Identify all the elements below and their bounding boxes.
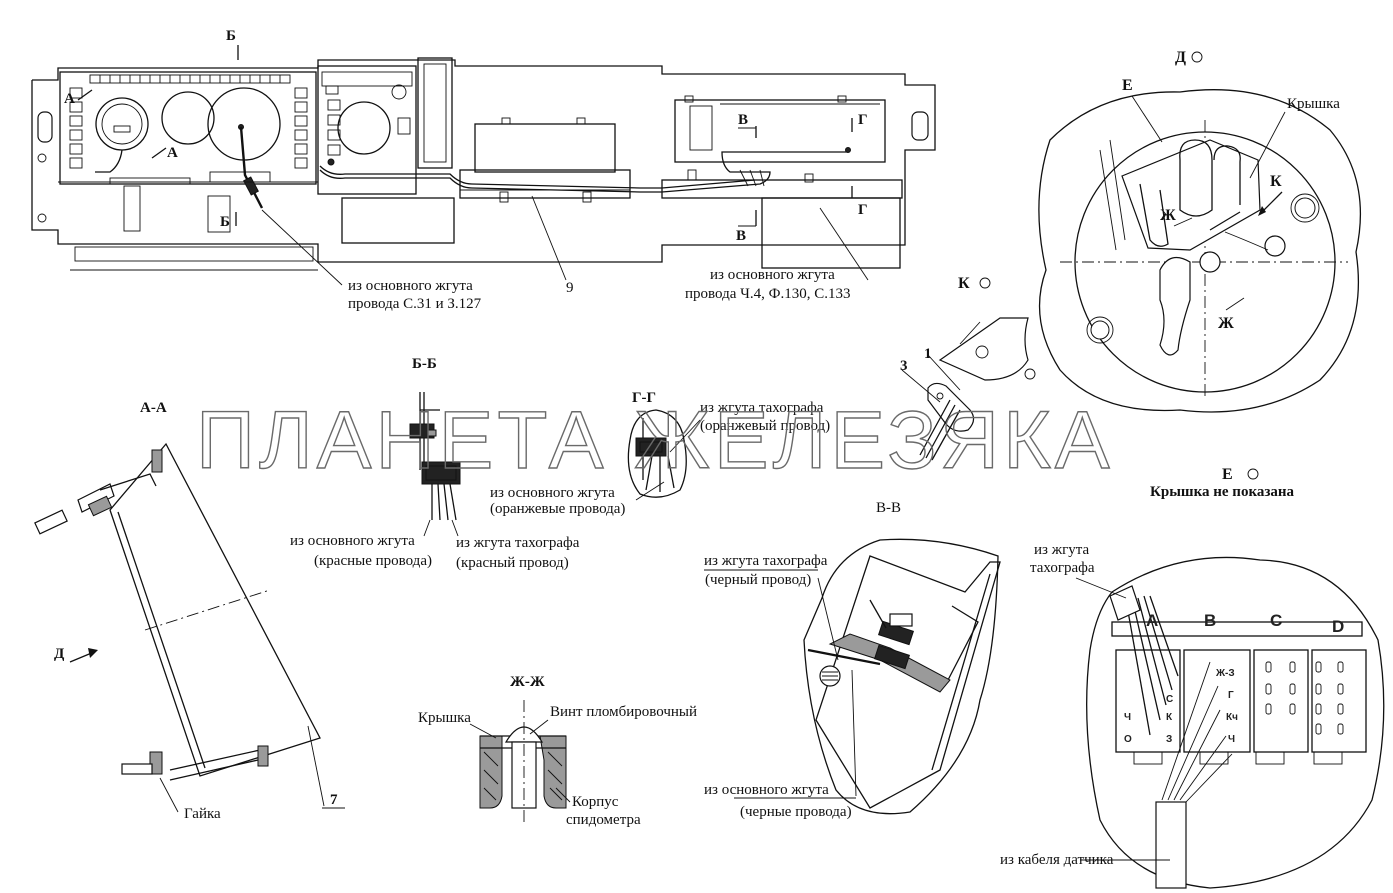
item-9-label: 9 xyxy=(566,280,574,296)
connector-col-d: D xyxy=(1332,617,1344,636)
section-gg-bottom-2: (оранжевые провода) xyxy=(490,501,625,517)
section-vv-bottom-1: из основного жгута xyxy=(704,782,829,798)
view-d-zh1: Ж xyxy=(1160,207,1176,224)
section-aa: А-А Гайка 7 Д xyxy=(34,400,345,822)
section-vv-top-1: из жгута тахографа xyxy=(704,553,828,569)
section-vv: В-В из жгута тахографа (черный провод) и… xyxy=(704,500,1001,820)
panel-callouts: из основного жгута провода С.31 и З.127 … xyxy=(261,195,869,312)
left-harness-line2: провода С.31 и З.127 xyxy=(348,296,482,312)
section-vv-top-2: (черный провод) xyxy=(705,572,811,588)
view-d-lid-label: Крышка xyxy=(1287,96,1340,112)
view-k-title: К xyxy=(958,275,970,292)
section-aa-item7: 7 xyxy=(330,792,338,808)
marker-g-bottom: Г xyxy=(858,202,868,218)
view-k-num1: 1 xyxy=(924,346,932,362)
section-zhzh-screw: Винт пломбировочный xyxy=(550,704,697,720)
view-d-zh2: Ж xyxy=(1218,315,1234,332)
marker-b-bottom: Б xyxy=(220,214,230,230)
connector-bottom-label: из кабеля датчика xyxy=(1000,852,1114,868)
section-gg: Г-Г из жгута тахографа (оранжевый провод… xyxy=(490,390,830,517)
right-harness-line1: из основного жгута xyxy=(710,267,835,283)
a-pin-z: З xyxy=(1166,734,1172,745)
section-bb-left-1: из основного жгута xyxy=(290,533,415,549)
marker-b-top: Б xyxy=(226,28,236,44)
left-harness-line1: из основного жгута xyxy=(348,278,473,294)
b-pin-g: Г xyxy=(1228,690,1234,701)
section-zhzh-housing-2: спидометра xyxy=(566,812,641,828)
marker-v-bottom: В xyxy=(736,228,746,244)
section-gg-top-2: (оранжевый провод) xyxy=(700,418,830,434)
section-bb: Б-Б из основного жгута (красные провода)… xyxy=(290,356,580,571)
b-pin-zhz: Ж-З xyxy=(1215,668,1235,679)
a-pin-o: О xyxy=(1124,734,1132,745)
watermark: ПЛАНЕТА ЖЕЛЕЗЯКА xyxy=(196,395,1114,486)
b-pin-kch: Кч xyxy=(1226,712,1238,723)
a-pin-k: К xyxy=(1166,712,1173,723)
view-d-e-label: Е xyxy=(1122,77,1133,94)
section-bb-title: Б-Б xyxy=(412,356,437,372)
connector-col-a: A xyxy=(1146,611,1158,630)
section-zhzh: Ж-Ж Крышка Винт пломбировочный Корпус сп… xyxy=(418,674,697,828)
section-aa-title: А-А xyxy=(140,400,167,416)
section-bb-right-2: (красный провод) xyxy=(456,555,569,571)
instrument-panel xyxy=(31,57,936,271)
view-d-k-label: К xyxy=(1270,173,1282,190)
section-gg-top-1: из жгута тахографа xyxy=(700,400,824,416)
a-pin-s: С xyxy=(1166,694,1173,705)
a-pin-ch: Ч xyxy=(1124,712,1131,723)
connector-top-1: из жгута xyxy=(1034,542,1089,558)
view-k: К 1 3 xyxy=(900,275,1036,461)
right-harness-line2: провода Ч.4, Ф.130, С.133 xyxy=(685,286,850,302)
view-e-title: Е xyxy=(1222,466,1233,483)
marker-v-top: В xyxy=(738,112,748,128)
view-d-title: Д xyxy=(1175,49,1186,66)
panel-section-markers: Б Б А А В В Г Г xyxy=(64,28,868,244)
section-bb-right-1: из жгута тахографа xyxy=(456,535,580,551)
b-pin-ch: Ч xyxy=(1228,734,1235,745)
marker-a-lower: А xyxy=(167,145,178,161)
connector-col-b: B xyxy=(1204,611,1216,630)
section-gg-title: Г-Г xyxy=(632,390,656,406)
section-gg-bottom-1: из основного жгута xyxy=(490,485,615,501)
section-zhzh-lid: Крышка xyxy=(418,710,471,726)
marker-a-upper: А xyxy=(64,91,75,107)
connector-col-c: C xyxy=(1270,611,1282,630)
view-e: Е Крышка не показана xyxy=(1150,466,1295,500)
view-k-num3: 3 xyxy=(900,358,908,374)
view-d: Д Е Крышка К Ж Ж xyxy=(1038,49,1362,413)
section-vv-bottom-2: (черные провода) xyxy=(740,804,852,820)
section-zhzh-title: Ж-Ж xyxy=(510,674,545,690)
section-aa-nut: Гайка xyxy=(184,806,221,822)
section-aa-d-arrow: Д xyxy=(54,646,65,662)
connector-view: A B C D С Ч К О З Ж-З Г Кч Ч из жгута та… xyxy=(1000,542,1385,889)
section-zhzh-housing-1: Корпус xyxy=(572,794,619,810)
connector-top-2: тахографа xyxy=(1030,560,1095,576)
marker-g-top: Г xyxy=(858,112,868,128)
section-vv-title: В-В xyxy=(876,500,901,516)
section-bb-left-2: (красные провода) xyxy=(314,553,432,569)
view-e-note: Крышка не показана xyxy=(1150,484,1295,500)
